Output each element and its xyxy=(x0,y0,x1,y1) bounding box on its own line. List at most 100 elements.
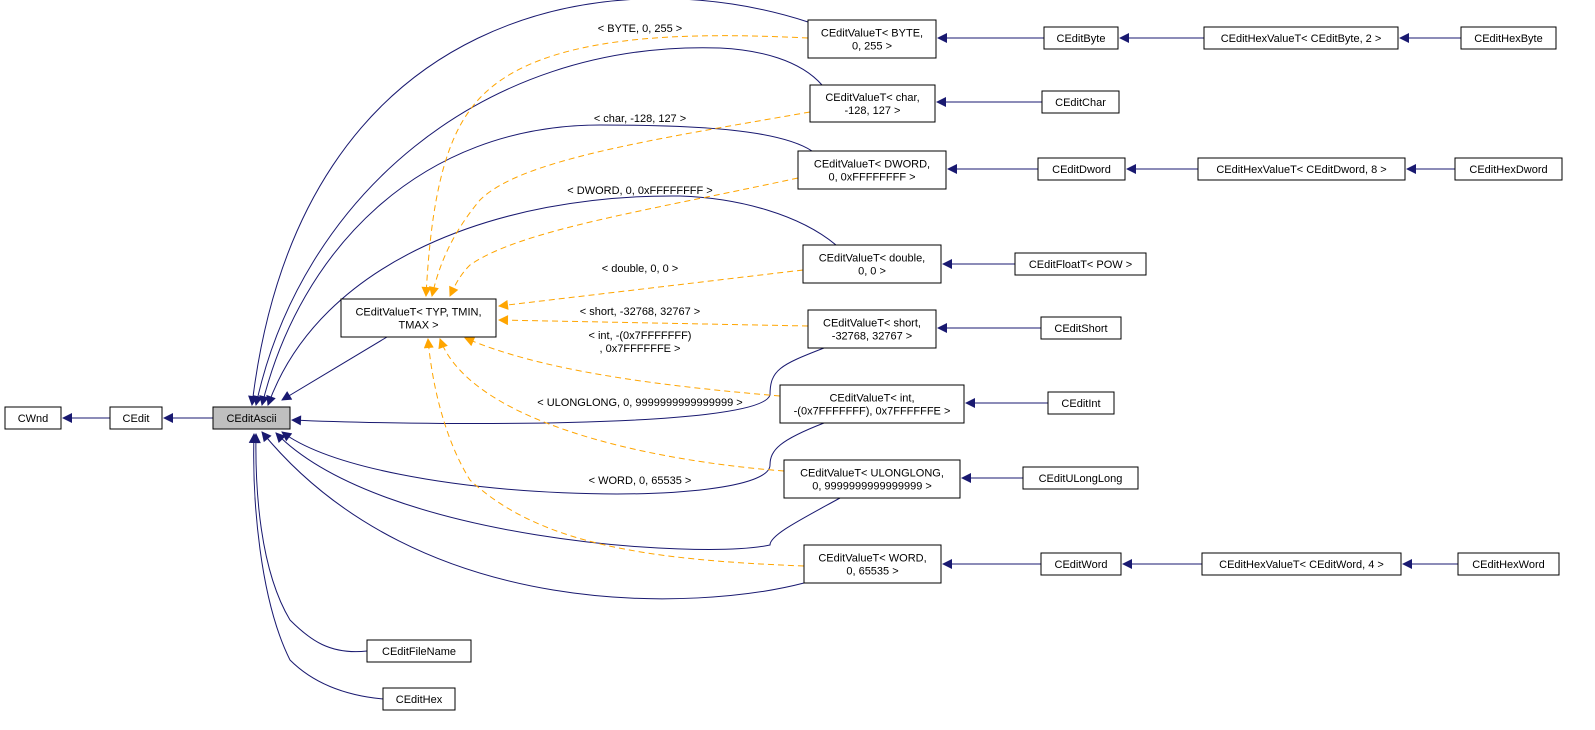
class-node-ev_byte[interactable]: CEditValueT< BYTE,0, 255 > xyxy=(807,19,937,59)
class-node-label: CEditHexDword xyxy=(1469,164,1547,176)
template-instantiation-edge xyxy=(421,35,809,297)
class-node-label-line: CEditFloatT< POW > xyxy=(1029,259,1132,271)
class-node-box xyxy=(1037,157,1126,181)
inheritance-edge xyxy=(281,336,388,401)
class-nodes: CWnd CEdit CEditAscii CEditValueT< TYP, TMI… xyxy=(4,19,1563,711)
class-node-label: CEditHexByte xyxy=(1474,33,1542,45)
class-node-box xyxy=(797,150,947,190)
class-node-label-line: CEditValueT< WORD, xyxy=(818,553,926,565)
class-node-label-line: 0, 0 > xyxy=(858,266,886,278)
template-argument-label-line: < WORD, 0, 65535 > xyxy=(589,475,692,487)
class-node-ceditshort[interactable]: CEditShort xyxy=(1040,316,1122,340)
class-node-label-line: TMAX > xyxy=(398,320,438,332)
class-node-label-line: CEditValueT< ULONGLONG, xyxy=(800,468,944,480)
class-node-ev_short[interactable]: CEditValueT< short,-32768, 32767 > xyxy=(807,309,937,349)
template-argument-label-int: < int, -(0x7FFFFFFF), 0x7FFFFFFE > xyxy=(589,330,692,355)
class-node-cwnd[interactable]: CWnd xyxy=(4,406,62,430)
class-node-label-line: -(0x7FFFFFFF), 0x7FFFFFFE > xyxy=(794,406,951,418)
class-node-label-line: CEditValueT< BYTE, xyxy=(821,28,923,40)
class-node-box xyxy=(382,687,456,711)
class-node-label: CEdit xyxy=(123,413,150,425)
class-node-cedithex[interactable]: CEditHex xyxy=(382,687,456,711)
template-argument-label-line: , 0x7FFFFFFE > xyxy=(600,343,681,355)
class-node-hex_dword_t[interactable]: CEditHexValueT< CEditDword, 8 > xyxy=(1197,157,1406,181)
inheritance-edges xyxy=(62,0,1461,700)
class-node-ceditfilename[interactable]: CEditFileName xyxy=(366,639,472,663)
class-node-cedit[interactable]: CEdit xyxy=(109,406,163,430)
class-node-label: CEditHexValueT< CEditDword, 8 > xyxy=(1216,164,1386,176)
class-node-label-line: 0, 0xFFFFFFFF > xyxy=(828,172,915,184)
class-node-label-line: CEditValueT< DWORD, xyxy=(814,159,930,171)
class-node-box xyxy=(4,406,62,430)
class-node-label-line: CEditULongLong xyxy=(1039,473,1123,485)
inheritance-edge xyxy=(281,422,825,495)
template-argument-labels: < BYTE, 0, 255 >< char, -128, 127 >< DWO… xyxy=(537,23,742,487)
class-node-label: CEditValueT< BYTE,0, 255 > xyxy=(821,28,923,53)
class-node-hexdword[interactable]: CEditHexDword xyxy=(1454,157,1563,181)
class-node-ev_double[interactable]: CEditValueT< double,0, 0 > xyxy=(802,244,942,284)
class-node-hex_byte_t[interactable]: CEditHexValueT< CEditByte, 2 > xyxy=(1203,26,1399,50)
class-node-label-line: CEditWord xyxy=(1055,559,1108,571)
class-node-label-line: CEditDword xyxy=(1052,164,1111,176)
template-argument-label-double: < double, 0, 0 > xyxy=(602,263,678,275)
class-node-label-line: CEditHexWord xyxy=(1472,559,1545,571)
class-node-box xyxy=(1040,552,1122,576)
class-node-label: CEditWord xyxy=(1055,559,1108,571)
class-node-ceditword[interactable]: CEditWord xyxy=(1040,552,1122,576)
class-node-ceditulong[interactable]: CEditULongLong xyxy=(1022,466,1139,490)
class-node-box xyxy=(1203,26,1399,50)
template-instantiation-edge xyxy=(498,269,804,310)
class-node-ev_int[interactable]: CEditValueT< int,-(0x7FFFFFFF), 0x7FFFFF… xyxy=(779,384,965,424)
class-node-label: CEditChar xyxy=(1055,97,1106,109)
class-node-label-line: -128, 127 > xyxy=(845,105,901,117)
class-node-ceditbyte[interactable]: CEditByte xyxy=(1043,26,1119,50)
class-node-box xyxy=(1457,552,1560,576)
class-node-label-line: CEditHexValueT< CEditByte, 2 > xyxy=(1221,33,1382,45)
class-node-box xyxy=(807,309,937,349)
class-node-label-line: CEditValueT< short, xyxy=(823,318,921,330)
class-node-label: CEditHexValueT< CEditByte, 2 > xyxy=(1221,33,1382,45)
template-instantiation-edge xyxy=(449,177,799,297)
class-node-ceditfloat[interactable]: CEditFloatT< POW > xyxy=(1014,252,1147,276)
template-instantiation-edge xyxy=(498,315,809,327)
class-node-template[interactable]: CEditValueT< TYP, TMIN,TMAX > xyxy=(340,298,497,338)
class-node-box xyxy=(1201,552,1402,576)
class-node-hex_word_t[interactable]: CEditHexValueT< CEditWord, 4 > xyxy=(1201,552,1402,576)
template-edges xyxy=(421,35,811,567)
template-argument-label-short: < short, -32768, 32767 > xyxy=(580,306,700,318)
class-node-ev_dword[interactable]: CEditValueT< DWORD,0, 0xFFFFFFFF > xyxy=(797,150,947,190)
class-node-hexbyte[interactable]: CEditHexByte xyxy=(1460,26,1557,50)
class-node-label-line: CEditHex xyxy=(396,694,443,706)
class-node-label-line: CEditChar xyxy=(1055,97,1106,109)
template-instantiation-edge xyxy=(429,111,811,297)
template-argument-label-word: < WORD, 0, 65535 > xyxy=(589,475,692,487)
class-node-ev_char[interactable]: CEditValueT< char,-128, 127 > xyxy=(809,84,936,123)
class-node-label: CEditShort xyxy=(1054,323,1107,335)
class-node-ceditascii[interactable]: CEditAscii xyxy=(212,406,291,430)
class-node-ev_word[interactable]: CEditValueT< WORD,0, 65535 > xyxy=(803,544,942,584)
class-node-box xyxy=(809,84,936,123)
template-argument-label-char: < char, -128, 127 > xyxy=(594,113,686,125)
class-node-label-line: CWnd xyxy=(18,413,49,425)
inheritance-edge xyxy=(248,433,384,700)
class-node-box xyxy=(1043,26,1119,50)
class-node-label-line: 0, 9999999999999999 > xyxy=(812,481,932,493)
class-node-ceditchar[interactable]: CEditChar xyxy=(1041,90,1120,114)
class-node-label-line: CEditInt xyxy=(1061,398,1100,410)
class-node-label: CEditValueT< double,0, 0 > xyxy=(819,253,926,278)
class-node-ceditdword[interactable]: CEditDword xyxy=(1037,157,1126,181)
template-argument-label-ulong: < ULONGLONG, 0, 9999999999999999 > xyxy=(537,397,742,409)
class-node-label: CEditValueT< int,-(0x7FFFFFFF), 0x7FFFFF… xyxy=(794,393,951,418)
class-node-label-line: CEditHexByte xyxy=(1474,33,1542,45)
class-node-label: CEditValueT< TYP, TMIN,TMAX > xyxy=(355,307,481,332)
class-node-ev_ulong[interactable]: CEditValueT< ULONGLONG,0, 99999999999999… xyxy=(783,459,961,499)
template-argument-label-line: < ULONGLONG, 0, 9999999999999999 > xyxy=(537,397,742,409)
inheritance-edge xyxy=(291,347,825,426)
class-node-box xyxy=(807,19,937,59)
template-argument-label-line: < int, -(0x7FFFFFFF) xyxy=(589,330,692,342)
class-node-label-line: CEditShort xyxy=(1054,323,1107,335)
class-node-box xyxy=(803,544,942,584)
class-node-ceditint[interactable]: CEditInt xyxy=(1047,391,1115,415)
class-node-hexword[interactable]: CEditHexWord xyxy=(1457,552,1560,576)
